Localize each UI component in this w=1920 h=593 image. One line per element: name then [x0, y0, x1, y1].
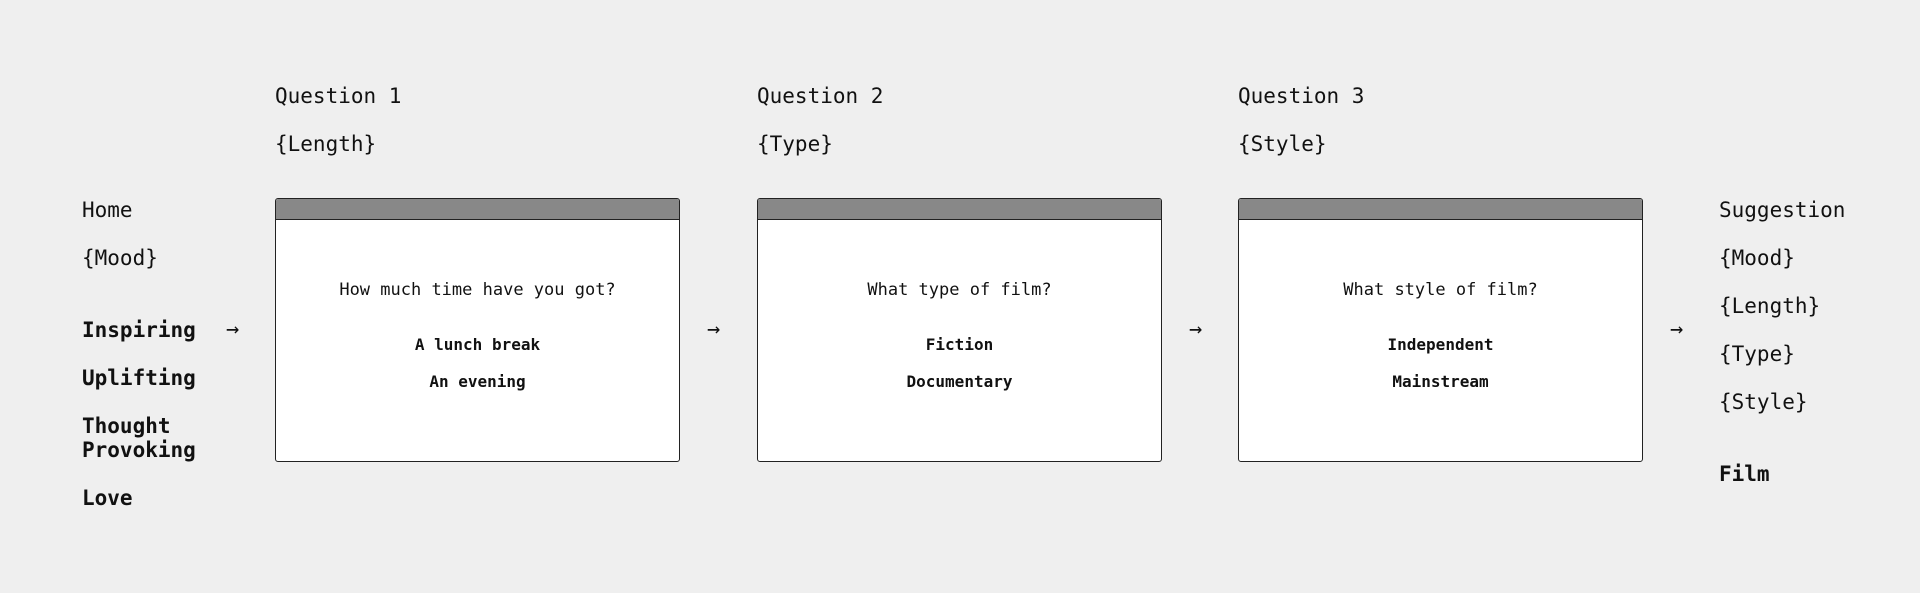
arrow-icon: →: [1670, 317, 1684, 342]
question-1-title: Question 1: [275, 84, 402, 108]
question-1-variable: {Length}: [275, 132, 377, 156]
arrow-icon: →: [1189, 317, 1203, 342]
question-3-window: What style of film? Independent Mainstre…: [1238, 198, 1643, 462]
home-title: Home: [82, 198, 133, 222]
question-1-prompt: How much time have you got?: [339, 280, 616, 300]
home-mood-variable: {Mood}: [82, 246, 158, 270]
answer-option-lunch-break[interactable]: A lunch break: [414, 335, 541, 354]
suggestion-length-variable: {Length}: [1719, 294, 1821, 318]
suggestion-type-variable: {Type}: [1719, 342, 1795, 366]
question-2-variable: {Type}: [757, 132, 833, 156]
arrow-icon: →: [707, 317, 721, 342]
answer-option-evening[interactable]: An evening: [429, 372, 526, 391]
suggestion-result: Film: [1719, 462, 1770, 486]
question-3-prompt: What style of film?: [1343, 280, 1538, 300]
window-titlebar: [276, 199, 679, 220]
suggestion-mood-variable: {Mood}: [1719, 246, 1795, 270]
mood-option-thought-provoking[interactable]: Thought Provoking: [82, 414, 196, 462]
window-titlebar: [1239, 199, 1642, 220]
question-3-variable: {Style}: [1238, 132, 1327, 156]
question-3-title: Question 3: [1238, 84, 1365, 108]
answer-option-mainstream[interactable]: Mainstream: [1392, 372, 1489, 391]
mood-option-uplifting[interactable]: Uplifting: [82, 366, 196, 390]
arrow-icon: →: [226, 317, 240, 342]
answer-option-documentary[interactable]: Documentary: [906, 372, 1013, 391]
question-2-title: Question 2: [757, 84, 884, 108]
suggestion-style-variable: {Style}: [1719, 390, 1808, 414]
window-titlebar: [758, 199, 1161, 220]
question-2-window: What type of film? Fiction Documentary: [757, 198, 1162, 462]
question-2-prompt: What type of film?: [867, 280, 1052, 300]
answer-option-fiction[interactable]: Fiction: [925, 335, 994, 354]
answer-option-independent[interactable]: Independent: [1387, 335, 1494, 354]
mood-option-love[interactable]: Love: [82, 486, 133, 510]
suggestion-title: Suggestion: [1719, 198, 1846, 222]
mood-option-inspiring[interactable]: Inspiring: [82, 318, 196, 342]
question-1-window: How much time have you got? A lunch brea…: [275, 198, 680, 462]
